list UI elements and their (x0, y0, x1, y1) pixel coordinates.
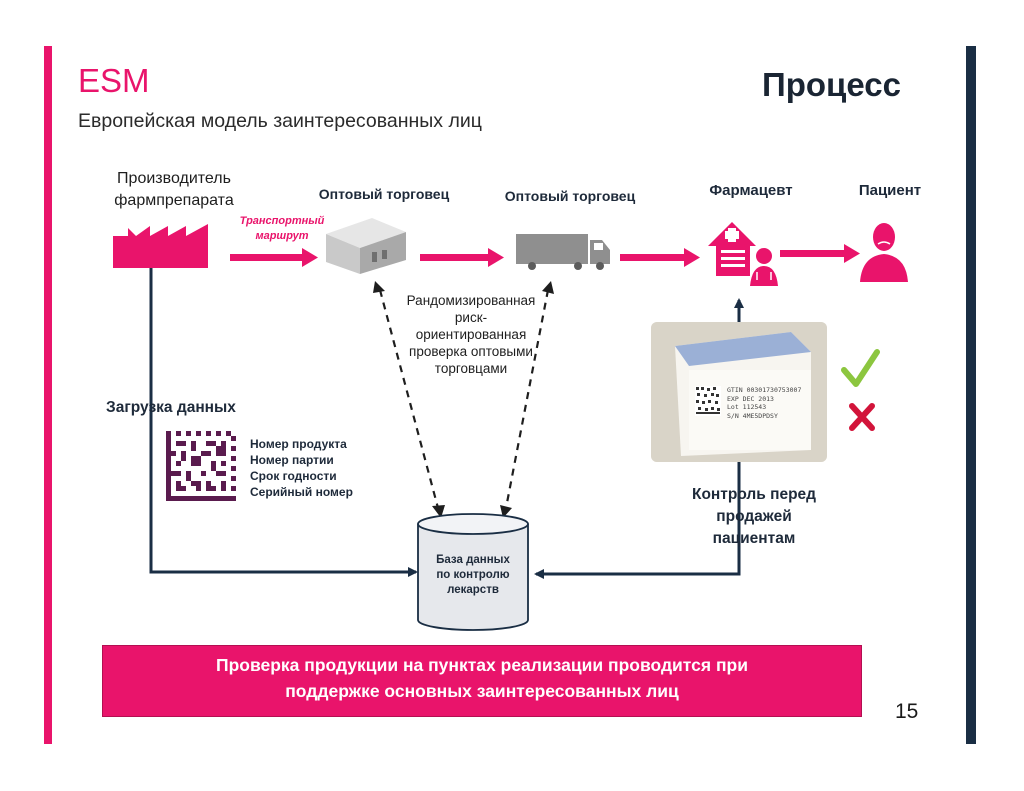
random-check-line4: проверка оптовыми (409, 344, 533, 359)
patient-icon (860, 223, 908, 282)
random-check-line3: ориентированная (415, 327, 527, 342)
brand-title: ESM (78, 62, 150, 99)
cross-icon (849, 403, 875, 431)
summary-banner-line1: Проверка продукции на пунктах реализации… (216, 655, 748, 675)
manufacturer-label: Производитель фармпрепарата (96, 168, 252, 212)
left-accent-bar (44, 46, 52, 744)
transport-route-label: Транспортный маршрут (234, 214, 330, 244)
factory-icon (113, 224, 208, 268)
package-photo: GTIN 00301730753007 EXP DEC 2013 Lot 112… (651, 322, 827, 462)
field-serial-number: Серийный номер (250, 485, 353, 499)
pre-sale-control-line2: продажей (716, 508, 792, 525)
random-check-line5: торговцами (434, 361, 508, 376)
database-label-line1: База данных (436, 554, 510, 566)
random-check-text: Рандомизированная риск- ориентированная … (392, 292, 550, 377)
warehouse-icon (326, 218, 406, 274)
transport-route-line1: Транспортный (239, 215, 325, 227)
page-subtitle: Европейская модель заинтересованных лиц (78, 110, 482, 132)
database-label-line2: по контролю (436, 569, 510, 581)
truck-icon (516, 234, 610, 270)
control-line (534, 462, 741, 579)
wholesaler-1-label: Оптовый торговец (318, 186, 450, 202)
arrow-wholesaler-to-wholesaler (420, 248, 504, 267)
pre-sale-control-label: Контроль перед продажей пациентам (670, 484, 838, 550)
data-upload-title: Загрузка данных (106, 399, 236, 416)
manufacturer-label-line1: Производитель (117, 170, 231, 187)
field-product-number: Номер продукта (250, 437, 347, 451)
package-label-line1: GTIN 00301730753007 (727, 386, 802, 394)
package-label-text: GTIN 00301730753007 EXP DEC 2013 Lot 112… (727, 386, 801, 420)
section-title: Процесс (762, 66, 901, 103)
patient-label: Пациент (858, 182, 922, 199)
database-label: База данных по контролю лекарств (418, 553, 528, 598)
data-fields-list: Номер продукта Номер партии Срок годност… (250, 436, 353, 500)
field-expiry-date: Срок годности (250, 469, 337, 483)
upload-line (149, 268, 418, 577)
wholesaler-2-label: Оптовый торговец (504, 188, 636, 204)
field-batch-number: Номер партии (250, 453, 334, 467)
package-label-line2: EXP DEC 2013 (727, 394, 774, 403)
pharmacist-label: Фармацевт (709, 182, 793, 199)
package-drawing (651, 322, 827, 462)
random-check-line1: Рандомизированная (406, 293, 536, 308)
right-accent-bar (966, 46, 976, 744)
pharmacist-icon (750, 248, 778, 286)
pharmacy-icon (708, 222, 756, 276)
summary-banner-line2: поддержке основных заинтересованных лиц (285, 681, 679, 701)
arrow-manufacturer-to-wholesaler (230, 248, 318, 267)
checkmark-icon (841, 349, 880, 387)
page-number: 15 (895, 700, 919, 723)
summary-banner: Проверка продукции на пунктах реализации… (102, 645, 862, 717)
manufacturer-label-line2: фармпрепарата (114, 192, 234, 209)
random-check-line2: риск- (454, 310, 488, 325)
database-label-line3: лекарств (447, 584, 499, 596)
package-label-line3: Lot 112543 (727, 403, 767, 411)
dashed-link-wholesaler-1 (373, 281, 445, 518)
arrow-wholesaler-to-pharmacy (620, 248, 700, 267)
pre-sale-control-line3: пациентам (712, 530, 796, 547)
pre-sale-control-line1: Контроль перед (691, 486, 817, 503)
database-icon (417, 513, 529, 631)
arrow-pharmacy-to-patient (780, 244, 860, 263)
transport-route-line2: маршрут (255, 230, 309, 242)
datamatrix-icon (166, 431, 236, 501)
package-label-line4: S/N 4ME5DPDSY (727, 411, 778, 420)
